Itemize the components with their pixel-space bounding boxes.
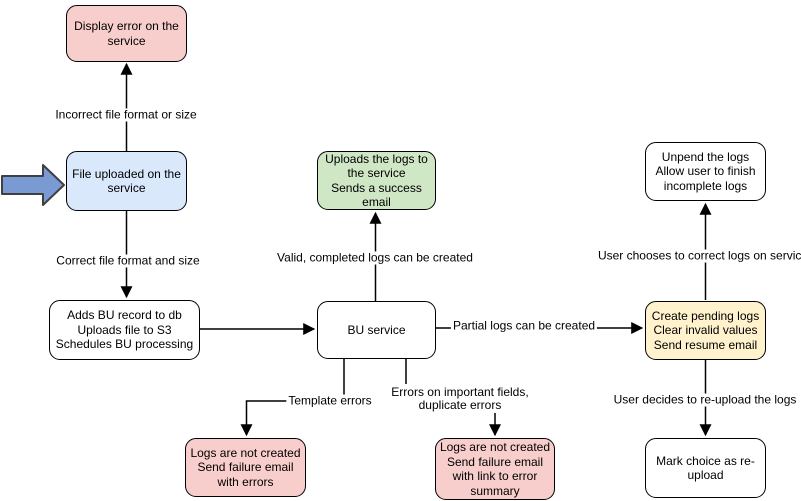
node-label: Unpend the logs Allow user to finish inc… xyxy=(655,149,756,193)
edge-label-important-fields: Errors on important fields, duplicate er… xyxy=(389,385,531,412)
node-label: File uploaded on the service xyxy=(72,166,181,196)
node-create-pending-logs: Create pending logs Clear invalid values… xyxy=(645,301,766,360)
edge-label-correct-file-format: Correct file format and size xyxy=(54,253,202,268)
node-uploads-logs: Uploads the logs to the service Sends a … xyxy=(317,151,436,210)
edge-label-partial-logs: Partial logs can be created xyxy=(450,318,598,333)
node-label: BU service xyxy=(347,322,406,337)
node-file-uploaded: File uploaded on the service xyxy=(66,151,187,211)
node-display-error: Display error on the service xyxy=(66,5,187,62)
node-logs-not-created-summary: Logs are not created Send failure email … xyxy=(435,438,555,500)
node-label: Create pending logs Clear invalid values… xyxy=(651,308,760,352)
node-bu-service: BU service xyxy=(317,301,436,359)
node-adds-bu-record: Adds BU record to db Uploads file to S3 … xyxy=(49,300,200,360)
node-label: Logs are not created Send failure email … xyxy=(190,445,301,489)
edge-label-template-errors: Template errors xyxy=(286,393,374,408)
edge-label-incorrect-file-format: Incorrect file format or size xyxy=(53,107,199,122)
node-unpend-logs: Unpend the logs Allow user to finish inc… xyxy=(645,142,766,201)
node-label: Mark choice as re- upload xyxy=(656,453,755,483)
node-label: Uploads the logs to the service Sends a … xyxy=(325,151,428,210)
edge-label-user-corrects: User chooses to correct logs on service xyxy=(595,249,801,263)
node-label: Adds BU record to db Uploads file to S3 … xyxy=(55,308,194,352)
node-label: Logs are not created Send failure email … xyxy=(439,440,551,498)
node-label: Display error on the service xyxy=(74,19,179,48)
node-mark-choice-reupload: Mark choice as re- upload xyxy=(645,438,766,498)
edge-label-user-reuploads: User decides to re-upload the logs xyxy=(611,392,799,407)
node-logs-not-created-errors: Logs are not created Send failure email … xyxy=(185,438,306,497)
edge-label-valid-completed-logs: Valid, completed logs can be created xyxy=(275,250,475,265)
entry-block-arrow-icon xyxy=(1,164,65,206)
